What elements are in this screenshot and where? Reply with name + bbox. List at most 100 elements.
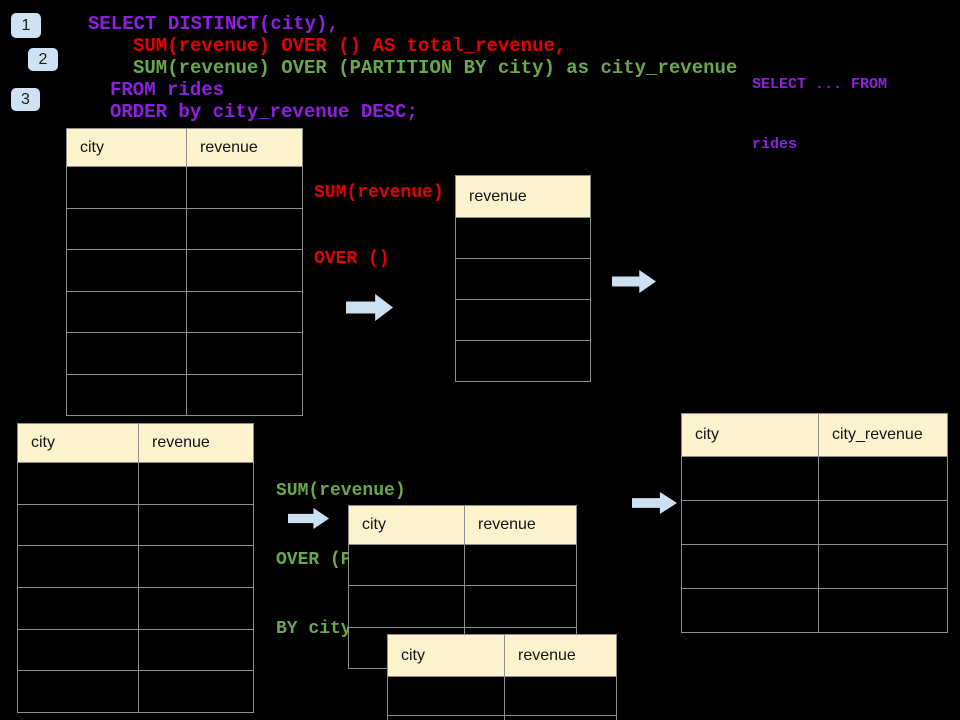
- table-row: [348, 545, 577, 587]
- table-row: [17, 504, 254, 547]
- table-row: [681, 589, 948, 633]
- column-header: city: [362, 516, 386, 533]
- table-header-row: city revenue: [17, 423, 254, 463]
- table-cell: [186, 208, 302, 249]
- table-cell: [18, 588, 138, 629]
- table-row: [66, 333, 303, 375]
- table-cell: [818, 457, 947, 500]
- table-cell: [67, 333, 186, 374]
- table-cell: [67, 208, 186, 249]
- table-row: [17, 463, 254, 505]
- table-cell: [67, 374, 186, 415]
- table-cell: [138, 463, 253, 504]
- table-cell: [138, 629, 253, 671]
- table-cell: [67, 167, 186, 208]
- table-cell: [186, 374, 302, 415]
- sql-line-city-revenue: SUM(revenue) OVER (PARTITION BY city) as…: [133, 57, 738, 79]
- table-row: [17, 588, 254, 630]
- table-header-row: city revenue: [348, 505, 577, 545]
- table-rides-top: city revenue: [66, 128, 303, 416]
- table-total-revenue: revenue: [455, 175, 591, 382]
- table-cell: [504, 716, 616, 720]
- table-cell: [464, 545, 576, 586]
- table-cell: [682, 589, 818, 632]
- table-cell: [682, 457, 818, 500]
- table-cell: [456, 218, 590, 258]
- table-row: [455, 218, 591, 259]
- sql-line-from: FROM rides: [110, 79, 225, 101]
- table-cell: [18, 629, 138, 671]
- table-header-row: city city_revenue: [681, 413, 948, 457]
- table-row: [387, 716, 617, 720]
- table-cell: [186, 167, 302, 208]
- table-row: [66, 291, 303, 333]
- table-cell: [138, 671, 253, 713]
- table-row: [66, 208, 303, 250]
- table-row: [681, 501, 948, 545]
- table-cell: [18, 463, 138, 504]
- column-header: city: [695, 426, 719, 443]
- table-row: [66, 167, 303, 209]
- column-header: city_revenue: [818, 414, 947, 456]
- sql-line-select: SELECT DISTINCT(city),: [88, 13, 339, 35]
- table-row: [455, 259, 591, 300]
- step-badge-2: 2: [28, 48, 58, 71]
- table-row: [348, 586, 577, 628]
- table-row: [17, 671, 254, 714]
- column-header: city: [401, 646, 425, 664]
- column-header: revenue: [138, 424, 253, 462]
- table-cell: [456, 341, 590, 381]
- table-rides-bottom: city revenue: [17, 423, 254, 714]
- table-cell: [456, 259, 590, 299]
- table-row: [455, 341, 591, 382]
- column-header: revenue: [504, 635, 616, 676]
- table-cell: [388, 677, 504, 715]
- table-cell: [682, 501, 818, 544]
- table-row: [387, 677, 617, 716]
- table-cell: [18, 504, 138, 546]
- table-cell: [349, 586, 464, 627]
- table-result: city city_revenue: [681, 413, 948, 633]
- column-header: revenue: [469, 187, 527, 205]
- label-partition-line-1: SUM(revenue): [276, 481, 406, 501]
- table-row: [455, 300, 591, 341]
- label-total-line-1: SUM(revenue): [314, 183, 444, 203]
- side-note-line-1: SELECT ... FROM: [752, 76, 888, 93]
- column-header: revenue: [464, 506, 576, 544]
- table-cell: [67, 291, 186, 332]
- table-cell: [186, 291, 302, 332]
- table-cell: [504, 677, 616, 715]
- table-header-row: city revenue: [387, 634, 617, 677]
- sql-line-order-by: ORDER by city_revenue DESC;: [110, 101, 418, 123]
- table-cell: [186, 333, 302, 374]
- table-cell: [349, 545, 464, 586]
- side-note-line-2: rides: [752, 136, 798, 153]
- label-total-line-2: OVER (): [314, 249, 390, 269]
- step-badge-1: 1: [11, 13, 41, 38]
- table-cell: [18, 546, 138, 588]
- label-total-revenue: SUM(revenue) OVER (): [314, 138, 444, 314]
- table-cell: [682, 545, 818, 588]
- table-cell: [138, 588, 253, 629]
- table-cell: [464, 586, 576, 627]
- sql-line-total-revenue: SUM(revenue) OVER () AS total_revenue,: [133, 35, 567, 57]
- table-header-row: city revenue: [66, 128, 303, 167]
- table-cell: [818, 589, 947, 632]
- table-cell: [138, 504, 253, 546]
- table-cell: [67, 250, 186, 291]
- table-row: [681, 457, 948, 501]
- table-row: [66, 374, 303, 416]
- table-cell: [818, 545, 947, 588]
- table-cell: [388, 716, 504, 720]
- table-cell: [818, 501, 947, 544]
- arrow-right-after-total-icon: [612, 270, 656, 293]
- column-header: city: [80, 138, 104, 156]
- step-badge-3: 3: [11, 88, 40, 111]
- table-row: [17, 546, 254, 589]
- table-cell: [138, 546, 253, 588]
- column-header: revenue: [186, 129, 302, 166]
- column-header: city: [31, 434, 55, 451]
- table-cell: [456, 300, 590, 340]
- table-cell: [186, 250, 302, 291]
